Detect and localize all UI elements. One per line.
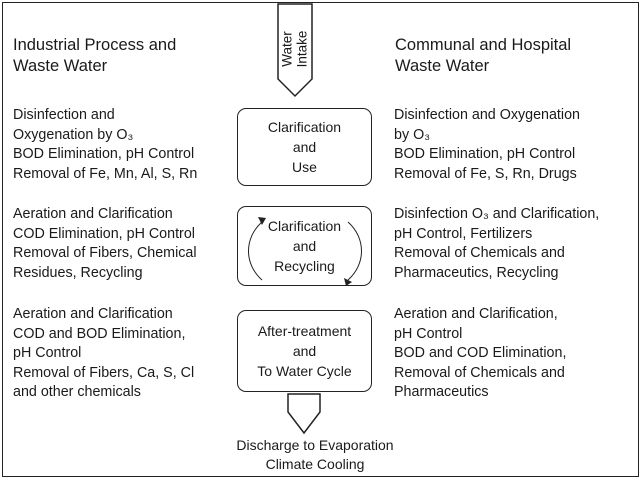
block-line: by O₃ [394,126,431,143]
box-clarification-recycling: Clarification and Recycling [237,206,372,286]
block-line: Removal of Fibers, Ca, S, Cl [13,364,195,381]
block-line: Aeration and Clarification, [394,306,558,322]
recycle-arc-right [347,221,362,281]
right-block-2: Disinfection O₃ and Clarification, pH Co… [394,205,599,283]
left-heading-line: Industrial Process and [13,36,177,54]
block-line: Disinfection and Oxygenation [394,107,580,123]
right-heading: Communal and Hospital Waste Water [395,35,571,77]
left-block-1: Disinfection and Oxygenation by O₃ BOD E… [13,106,197,184]
intake-label: Water Intake [274,29,314,69]
left-heading: Industrial Process and Waste Water [13,35,176,77]
recycle-arrowhead-left [258,217,266,225]
block-line: Residues, Recycling [13,264,143,281]
box-line: Use [292,159,317,175]
block-line: Aeration and Clarification [13,306,173,322]
recycle-arrowhead-right [344,278,352,286]
block-line: BOD Elimination, pH Control [394,146,576,162]
block-line: pH Control, Fertilizers [394,225,533,242]
box-line: Clarification [267,218,342,234]
right-heading-line: Waste Water [395,57,490,75]
box-line: and [292,238,317,254]
discharge-line: Climate Cooling [265,456,365,472]
block-line: Oxygenation by O₃ [13,126,134,143]
block-line: BOD and COD Elimination, [394,345,567,361]
block-line: Disinfection and [13,107,115,123]
right-heading-line: Communal and Hospital [395,36,572,54]
discharge-arrow [287,393,321,435]
intake-label-line: Intake [294,30,309,68]
block-line: COD Elimination, pH Control [13,225,195,242]
discharge-label: Discharge to Evaporation Climate Cooling [200,436,430,474]
left-block-2: Aeration and Clarification COD Eliminati… [13,205,197,283]
block-line: Removal of Fe, S, Rn, Drugs [394,165,577,182]
right-block-3: Aeration and Clarification, pH Control B… [394,305,566,403]
box-line: Clarification [267,119,342,135]
block-line: Pharmaceutics [394,384,489,400]
box-line: To Water Cycle [257,363,352,379]
right-block-1: Disinfection and Oxygenation by O₃ BOD E… [394,106,580,184]
discharge-line: Discharge to Evaporation [236,437,394,453]
box-line: After-treatment [257,323,352,339]
block-line: BOD Elimination, pH Control [13,146,195,162]
box-line: and [292,343,317,359]
block-line: Disinfection O₃ and Clarification, [394,206,600,222]
box-line: and [292,139,317,155]
block-line: COD and BOD Elimination, [13,325,186,342]
intake-arrow [277,3,313,98]
block-line: and other chemicals [13,384,141,400]
block-line: Pharmaceutics, Recycling [394,264,559,281]
block-line: Removal of Chemicals and [394,364,565,381]
intake-label-line: Water [279,31,294,67]
block-line: Aeration and Clarification [13,206,173,222]
block-line: pH Control [394,325,463,342]
block-line: pH Control [13,345,82,361]
box-after-treatment: After-treatment and To Water Cycle [237,310,372,392]
block-line: Removal of Chemicals and [394,245,565,261]
block-line: Removal of Fibers, Chemical [13,245,197,261]
left-heading-line: Waste Water [13,57,108,75]
left-block-3: Aeration and Clarification COD and BOD E… [13,305,194,403]
box-line: Recycling [274,258,335,274]
box-clarification-use: Clarification and Use [237,108,372,186]
block-line: Removal of Fe, Mn, Al, S, Rn [13,165,198,182]
recycle-arc-left [248,221,263,281]
